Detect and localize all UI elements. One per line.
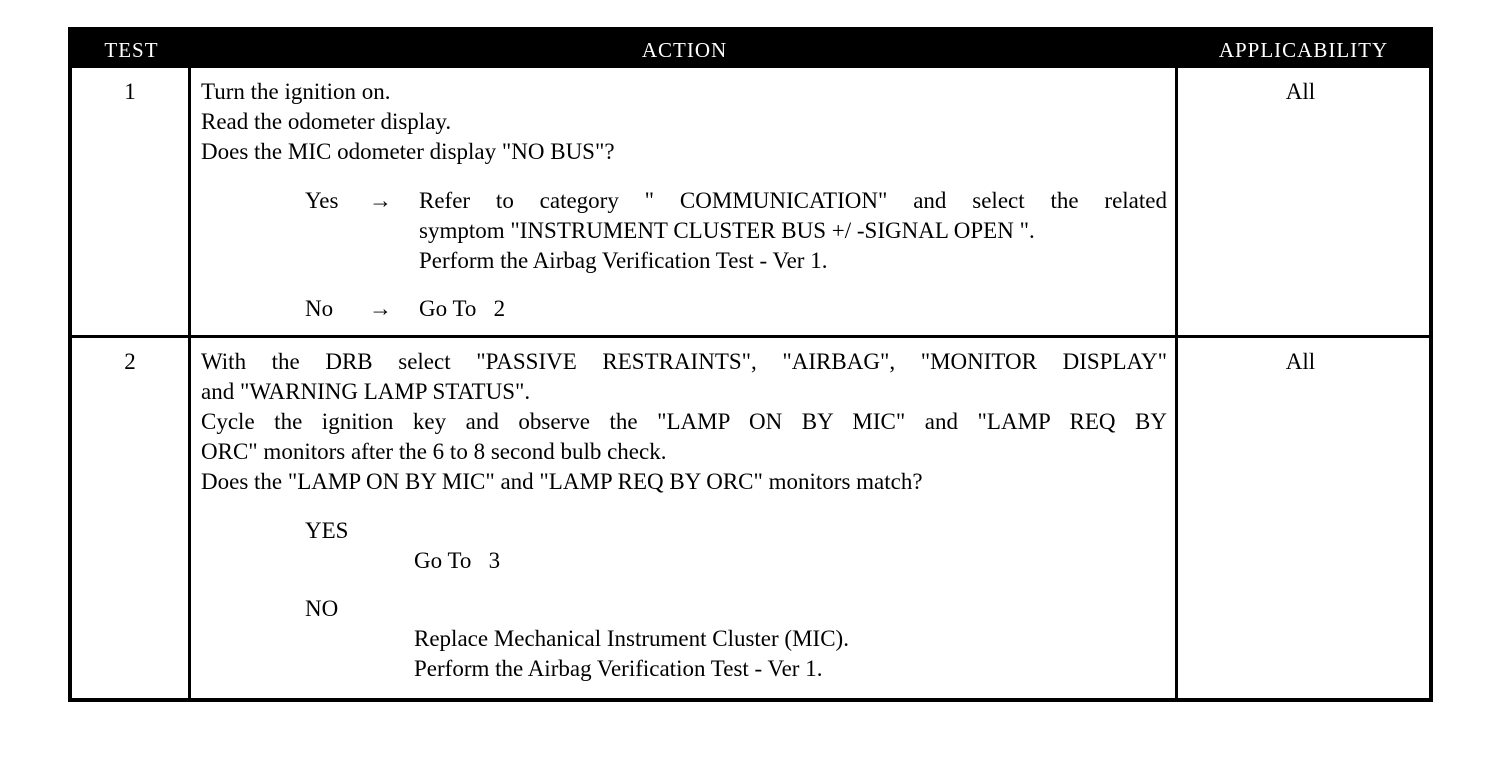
header-test: TEST — [72, 31, 191, 68]
yes-label: Yes — [305, 188, 339, 213]
action-line: Read the odometer display. — [201, 109, 452, 134]
yes-response-2: YES Go To 3 — [305, 516, 1167, 576]
action-line: and "WARNING LAMP STATUS". — [201, 379, 531, 404]
yes-response-text: Refer to category " COMMUNICATION" and s… — [419, 186, 1167, 276]
diagnostic-test-table: TEST ACTION APPLICABILITY 1 Turn the ign… — [68, 27, 1433, 702]
response-line: Replace Mechanical Instrument Cluster (M… — [414, 626, 849, 651]
action-line: Does the MIC odometer display "NO BUS"? — [201, 139, 615, 164]
no-label: NO — [305, 596, 339, 621]
no-response-1: No → Go To 2 — [305, 294, 1167, 324]
arrow-right-icon: → — [369, 188, 392, 213]
applicability-2: All — [1285, 349, 1316, 374]
no-response-text: Replace Mechanical Instrument Cluster (M… — [414, 624, 1167, 684]
applicability-1: All — [1178, 68, 1429, 338]
test-number-1: 1 — [72, 68, 191, 338]
header-applicability: APPLICABILITY — [1178, 31, 1429, 68]
no-label: No — [305, 296, 334, 321]
action-line: Cycle the ignition key and observe the "… — [201, 409, 1167, 434]
action-cell-2: With the DRB select "PASSIVE RESTRAINTS"… — [191, 338, 1178, 698]
action-cell-1: Turn the ignition on. Read the odometer … — [191, 68, 1178, 338]
yes-response-text: Go To 3 — [414, 546, 1167, 576]
no-response-2: NO Replace Mechanical Instrument Cluster… — [305, 594, 1167, 684]
yes-response-1: Yes → Refer to category " COMMUNICATION"… — [305, 186, 1167, 276]
action-line: Does the "LAMP ON BY MIC" and "LAMP REQ … — [201, 469, 923, 494]
action-line: ORC" monitors after the 6 to 8 second bu… — [201, 439, 667, 464]
response-line: Perform the Airbag Verification Test - V… — [414, 656, 823, 681]
response-line: Perform the Airbag Verification Test - V… — [419, 248, 828, 273]
response-line: symptom "INSTRUMENT CLUSTER BUS +/ -SIGN… — [419, 218, 1035, 243]
no-response-text: Go To 2 — [419, 294, 1167, 324]
test-number-2: 2 — [72, 338, 191, 698]
action-line: With the DRB select "PASSIVE RESTRAINTS"… — [201, 349, 1167, 374]
arrow-right-icon: → — [369, 296, 392, 321]
response-line: Go To 2 — [419, 296, 506, 321]
response-line: Refer to category " COMMUNICATION" and s… — [419, 188, 1167, 213]
yes-label: YES — [305, 518, 349, 543]
action-line: Turn the ignition on. — [201, 79, 391, 104]
header-action: ACTION — [191, 31, 1178, 68]
response-line: Go To 3 — [414, 548, 501, 573]
